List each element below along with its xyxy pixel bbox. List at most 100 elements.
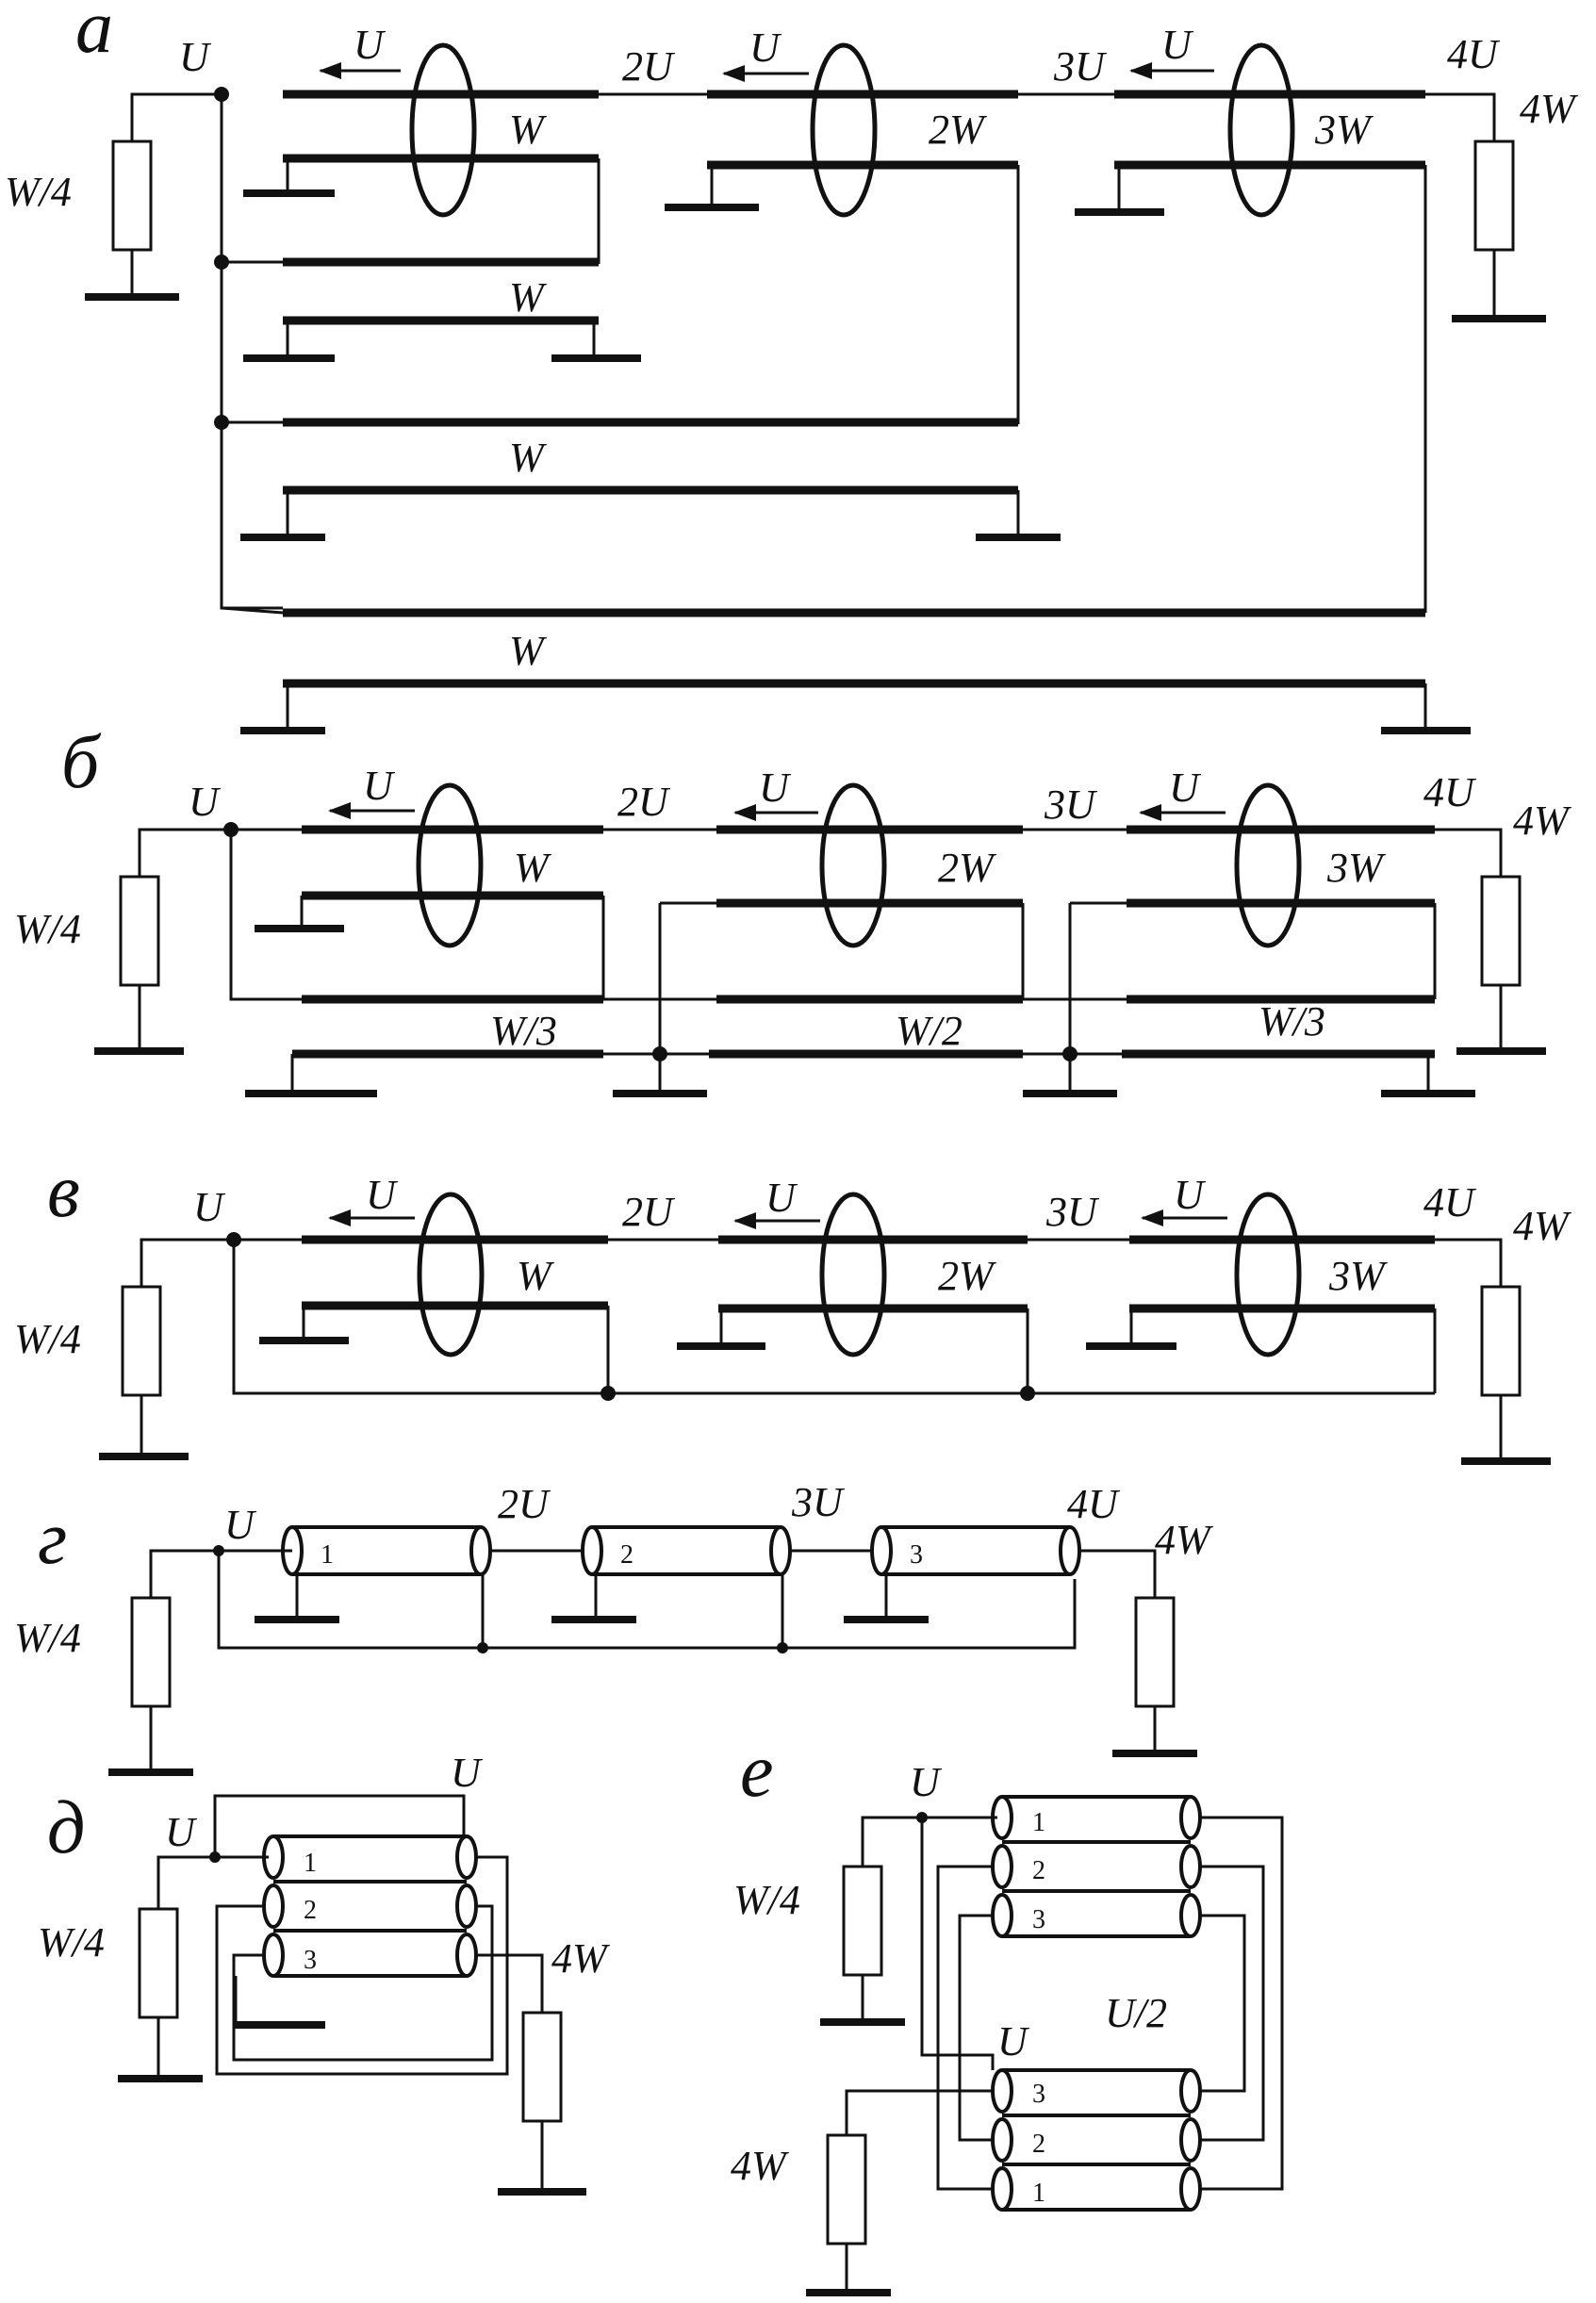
panel-b-source-resistor bbox=[119, 875, 160, 987]
panel-g-coax-3 bbox=[870, 1525, 1081, 1576]
panel-b-core-3 bbox=[1234, 782, 1302, 948]
panel-e-letter: е bbox=[740, 1730, 774, 1813]
panel-v-arrow3-u: U bbox=[1174, 1172, 1207, 1218]
panel-b-letter: б bbox=[61, 721, 102, 804]
panel-e-source-resistor bbox=[842, 1865, 883, 1977]
panel-v-line3-w: 3W bbox=[1328, 1253, 1388, 1299]
panel-a-voltage-3u: 3U bbox=[1053, 43, 1108, 90]
panel-g-source-resistor bbox=[130, 1596, 172, 1708]
panel-a-core-2 bbox=[810, 42, 878, 218]
panel-d-coax1-number: 1 bbox=[304, 1849, 317, 1878]
panel-b-core-1 bbox=[416, 782, 484, 948]
panel-a-letter: а bbox=[75, 0, 113, 69]
panel-g-source-w4: W/4 bbox=[14, 1615, 81, 1661]
panel-a-core-1 bbox=[409, 42, 477, 218]
panel-d-letter: д bbox=[47, 1786, 85, 1869]
panel-b-arrow1-u: U bbox=[363, 763, 396, 809]
panel-a-delay3-w: W bbox=[509, 628, 547, 674]
panel-b-voltage-u: U bbox=[189, 779, 222, 825]
panel-d-load-4w: 4W bbox=[551, 1935, 610, 1982]
panel-b-load-resistor bbox=[1480, 875, 1522, 987]
panel-b-core-2 bbox=[819, 782, 887, 948]
panel-g-load-4w: 4W bbox=[1155, 1517, 1213, 1563]
panel-b-line1-w: W bbox=[514, 845, 551, 891]
panel-a-source-resistor bbox=[111, 140, 153, 252]
panel-b-voltage-3u: 3U bbox=[1044, 781, 1098, 828]
panel-a-arrow1-u: U bbox=[354, 22, 387, 68]
panel-a-source-w4: W/4 bbox=[5, 169, 72, 215]
panel-v: в U 2U 3U 4U 4W W/4 U U U W 2W 3W bbox=[14, 1150, 1571, 1465]
panel-b-arrow2-u: U bbox=[759, 765, 792, 811]
panel-a: а U 2U 3U 4U 4W W/4 U U U W 2W 3W bbox=[5, 0, 1578, 734]
panel-a-line1-w: W bbox=[509, 107, 547, 153]
panel-b-line3-w: 3W bbox=[1326, 845, 1386, 891]
panel-g-coax-1 bbox=[281, 1525, 492, 1576]
panel-e-coax-stack-top bbox=[991, 1795, 1202, 1938]
panel-b-arrow3-u: U bbox=[1169, 765, 1202, 811]
panel-e-bottom-coax3-number: 3 bbox=[1032, 2080, 1045, 2109]
panel-a-line2-w: 2W bbox=[929, 107, 987, 153]
panel-b-voltage-4u: 4U bbox=[1423, 769, 1477, 815]
panel-g-letter: г bbox=[38, 1497, 67, 1580]
panel-d-source-resistor bbox=[138, 1907, 179, 2019]
panel-g-voltage-2u: 2U bbox=[498, 1481, 551, 1527]
panel-g-coax3-number: 3 bbox=[910, 1540, 923, 1570]
panel-e-bottom-coax1-number: 1 bbox=[1032, 2179, 1045, 2208]
panel-d-coax3-number: 3 bbox=[304, 1946, 317, 1975]
panel-v-line2-w: 2W bbox=[938, 1253, 996, 1299]
panel-d-source-w4: W/4 bbox=[38, 1919, 105, 1966]
panel-a-arrow3-u: U bbox=[1161, 22, 1194, 68]
panel-b-voltage-2u: 2U bbox=[617, 779, 671, 825]
panel-e-load-resistor bbox=[826, 2133, 867, 2245]
panel-e-coax-stack-bottom bbox=[991, 2068, 1202, 2212]
panel-v-voltage-u: U bbox=[193, 1184, 226, 1230]
panel-g-coax-2 bbox=[581, 1525, 792, 1576]
panel-g-load-resistor bbox=[1134, 1596, 1176, 1708]
panel-v-source-resistor bbox=[121, 1285, 162, 1397]
panel-v-voltage-3u: 3U bbox=[1045, 1189, 1100, 1235]
panel-d-coax2-number: 2 bbox=[304, 1896, 317, 1925]
panel-b-source-w4: W/4 bbox=[14, 906, 81, 952]
panel-e-voltage-u-half: U/2 bbox=[1105, 1990, 1167, 2036]
panel-a-delay2-w: W bbox=[509, 435, 547, 481]
panel-v-line1-w: W bbox=[517, 1253, 554, 1299]
panel-v-core-2 bbox=[819, 1192, 887, 1357]
panel-v-arrow1-u: U bbox=[366, 1172, 399, 1218]
panel-v-load-resistor bbox=[1480, 1285, 1522, 1397]
panel-e-voltage-u-bottom: U bbox=[997, 2018, 1030, 2064]
panel-d-load-resistor bbox=[521, 2011, 563, 2123]
panel-v-core-3 bbox=[1234, 1192, 1302, 1357]
panel-e-bottom-coax2-number: 2 bbox=[1032, 2130, 1045, 2159]
panel-g: г U 2U 3U 4U 4W W/4 1 2 3 bbox=[14, 1479, 1213, 1776]
panel-a-delay1-w: W bbox=[509, 274, 547, 321]
panel-g-voltage-u: U bbox=[224, 1502, 257, 1548]
panel-a-arrows bbox=[319, 62, 1214, 82]
panel-a-load-resistor bbox=[1473, 140, 1515, 252]
panel-b-line2-w: 2W bbox=[938, 845, 996, 891]
panel-d-coax-stack bbox=[262, 1834, 478, 1978]
panel-v-letter: в bbox=[47, 1150, 80, 1233]
panel-b-delay1-w: W/3 bbox=[490, 1008, 557, 1054]
panel-e-top-coax1-number: 1 bbox=[1032, 1808, 1045, 1837]
panel-a-core-3 bbox=[1227, 42, 1295, 218]
panel-b: б U 2U 3U 4U 4W W/4 U U U W 2W 3W W/3 W/… bbox=[14, 721, 1571, 1097]
panel-e-top-coax3-number: 3 bbox=[1032, 1905, 1045, 1934]
panel-e-source-w4: W/4 bbox=[733, 1877, 800, 1923]
panel-a-voltage-4u: 4U bbox=[1447, 31, 1501, 77]
panel-e-top-coax2-number: 2 bbox=[1032, 1856, 1045, 1885]
panel-g-coax2-number: 2 bbox=[620, 1540, 633, 1570]
panel-a-voltage-u: U bbox=[179, 34, 212, 80]
panel-v-load-4w: 4W bbox=[1513, 1203, 1571, 1249]
panel-g-voltage-3u: 3U bbox=[791, 1479, 846, 1525]
panel-a-voltage-2u: 2U bbox=[622, 43, 676, 90]
panel-e-voltage-u-top: U bbox=[910, 1759, 943, 1805]
panel-e-load-4w: 4W bbox=[731, 2143, 789, 2189]
panel-d: д U U 4W W/4 1 2 3 bbox=[38, 1750, 610, 2196]
panel-v-voltage-2u: 2U bbox=[622, 1189, 676, 1235]
panel-v-core-1 bbox=[417, 1192, 485, 1357]
panel-v-voltage-4u: 4U bbox=[1423, 1179, 1477, 1226]
panel-d-voltage-u-left: U bbox=[165, 1809, 198, 1855]
panel-v-source-w4: W/4 bbox=[14, 1316, 81, 1362]
panel-v-arrow2-u: U bbox=[765, 1175, 798, 1221]
